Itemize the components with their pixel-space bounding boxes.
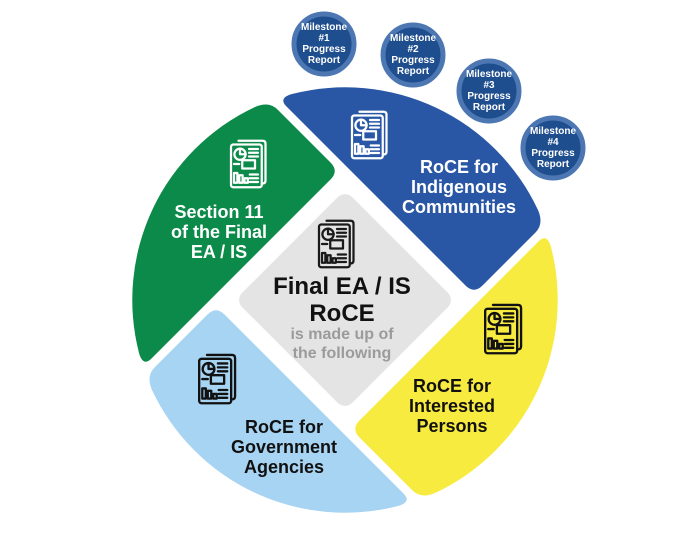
milestone-2-label: Milestone #2 Progress Report bbox=[373, 33, 453, 77]
label-line: RoCE for bbox=[413, 376, 491, 396]
label-line: Milestone bbox=[389, 33, 437, 44]
label-line: Milestone bbox=[529, 126, 577, 137]
center-title-line: Final EA / IS bbox=[273, 273, 411, 300]
label-line: #3 bbox=[483, 80, 495, 91]
report-document-icon bbox=[484, 303, 523, 355]
petal-label-indigenous: RoCE for Indigenous Communities bbox=[402, 157, 516, 217]
label-line: #1 bbox=[318, 33, 330, 44]
label-line: Persons bbox=[416, 416, 488, 436]
label-line: Indigenous bbox=[410, 177, 507, 197]
milestone-3-badge bbox=[456, 58, 522, 124]
milestone-1-label: Milestone #1 Progress Report bbox=[284, 22, 364, 66]
label-line: Progress bbox=[531, 148, 575, 159]
label-line: Report bbox=[396, 66, 430, 77]
label-line: Report bbox=[307, 55, 341, 66]
label-line: Report bbox=[536, 159, 570, 170]
report-document-icon bbox=[229, 139, 267, 189]
label-line: Progress bbox=[302, 44, 346, 55]
petal-label-government: RoCE for Government Agencies bbox=[231, 417, 337, 477]
label-line: EA / IS bbox=[190, 242, 248, 262]
center-diamond bbox=[239, 194, 451, 406]
label-line: Section 11 bbox=[174, 202, 264, 222]
label-line: Milestone bbox=[465, 69, 513, 80]
label-line: of the Final bbox=[171, 222, 267, 242]
center-title: Final EA / IS RoCE bbox=[273, 273, 411, 327]
label-line: #2 bbox=[407, 44, 419, 55]
petal-label-section11: Section 11 of the Final EA / IS bbox=[171, 202, 267, 262]
label-line: RoCE for bbox=[419, 157, 498, 177]
report-document-icon bbox=[350, 110, 388, 160]
milestone-2-badge bbox=[380, 22, 446, 88]
label-line: Government bbox=[230, 437, 338, 457]
label-line: Progress bbox=[391, 55, 435, 66]
center-subtitle: is made up of the following bbox=[290, 325, 393, 363]
label-line: Report bbox=[472, 102, 506, 113]
label-line: Agencies bbox=[243, 457, 325, 477]
label-line: Progress bbox=[467, 91, 511, 102]
milestone-3-label: Milestone #3 Progress Report bbox=[449, 69, 529, 113]
milestone-4-badge bbox=[520, 115, 586, 181]
center-subtitle-line: is made up of bbox=[290, 326, 394, 343]
center-title-line: RoCE bbox=[309, 300, 375, 327]
label-line: Communities bbox=[401, 197, 517, 217]
milestone-4-label: Milestone #4 Progress Report bbox=[513, 126, 593, 170]
label-line: Milestone bbox=[300, 22, 348, 33]
report-document-icon bbox=[198, 353, 237, 405]
label-line: Interested bbox=[408, 396, 496, 416]
milestone-1-badge bbox=[291, 11, 357, 77]
center-subtitle-line: the following bbox=[292, 345, 392, 362]
report-document-icon bbox=[317, 219, 355, 269]
label-line: RoCE for bbox=[245, 417, 323, 437]
label-line: #4 bbox=[547, 137, 559, 148]
petal-label-interested: RoCE for Interested Persons bbox=[409, 376, 495, 436]
